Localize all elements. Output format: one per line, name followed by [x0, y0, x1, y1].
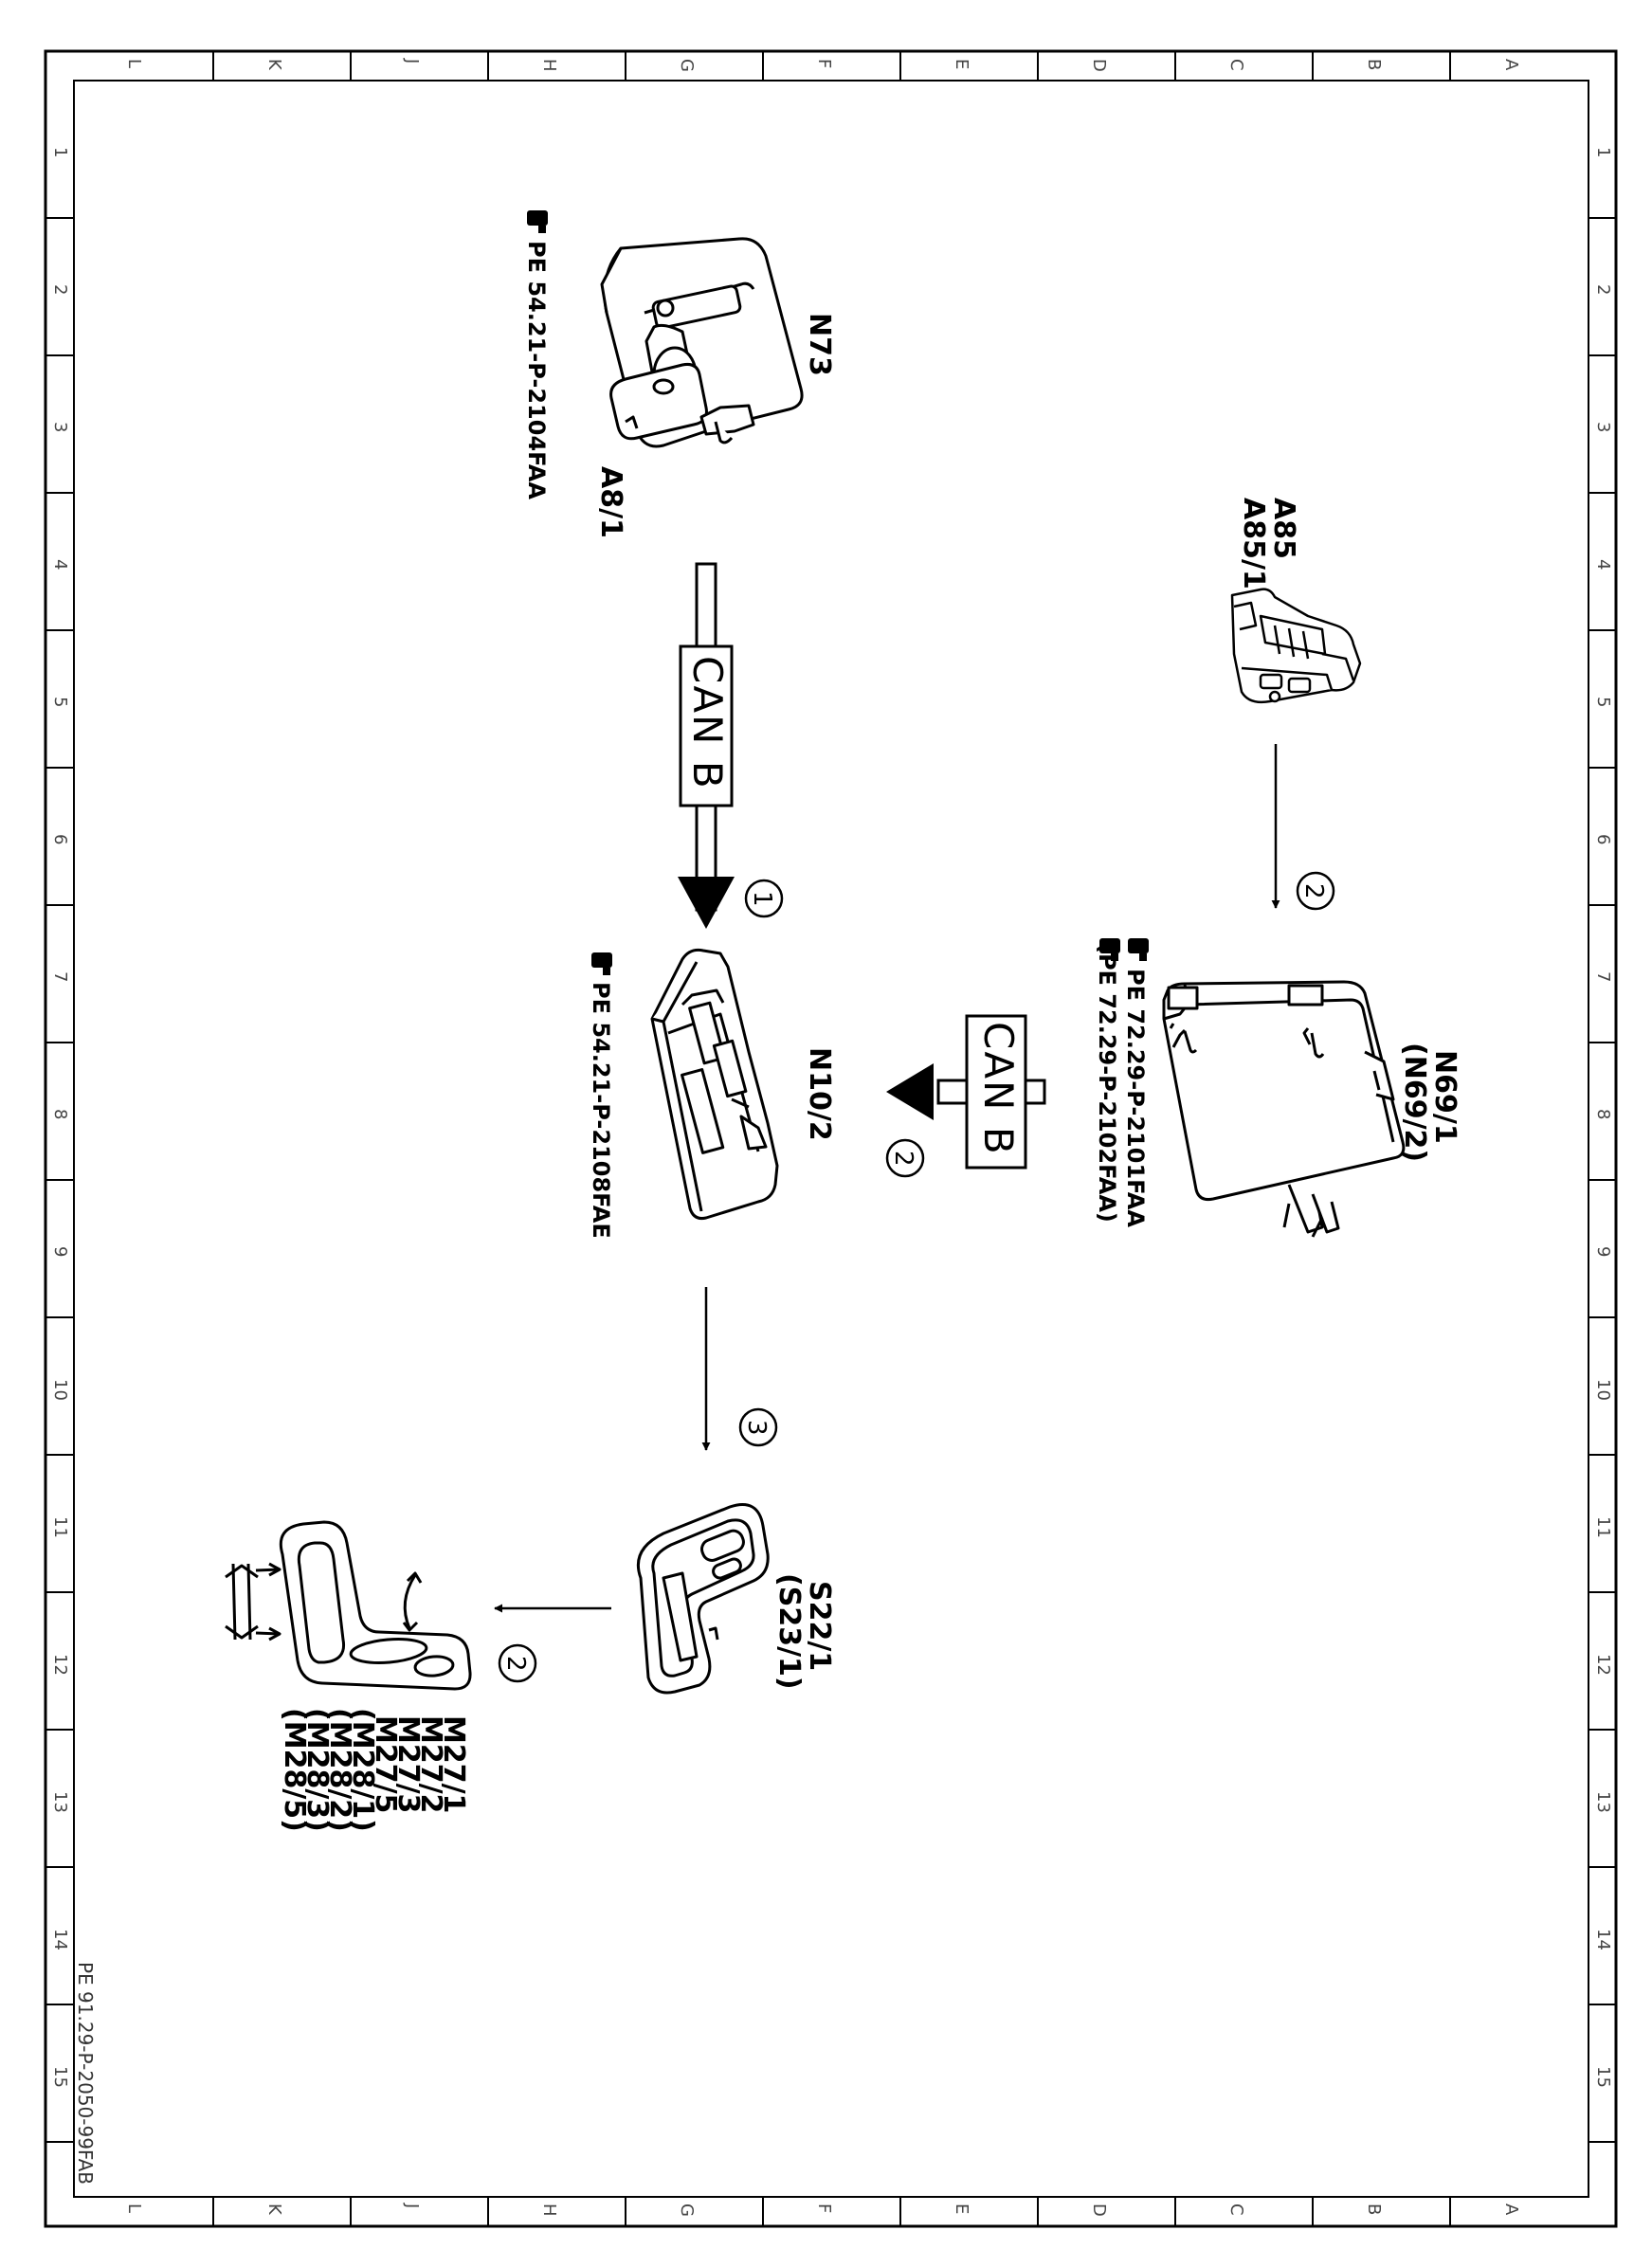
grid-letter-h-bottom: H	[539, 2204, 559, 2217]
step-circle-2-antenna	[1296, 871, 1335, 911]
grid-letter-d-top: D	[1089, 59, 1109, 72]
grid-number-9-right: 9	[1593, 1246, 1613, 1258]
inner-border	[73, 80, 1589, 2198]
grid-letter-k-top: K	[264, 59, 284, 70]
grid-letter-l-top: L	[124, 59, 144, 69]
grid-letter-e-bottom: E	[952, 2204, 971, 2215]
grid-number-7-left: 7	[50, 971, 70, 983]
grid-number-5-right: 5	[1593, 697, 1613, 708]
seat-motor-icon	[225, 1520, 472, 1691]
document-id: PE 91.29-P-2050-99FAB	[74, 1962, 97, 2185]
grid-number-7-right: 7	[1593, 971, 1613, 983]
reference-hand-icon	[591, 952, 612, 975]
grid-letter-a-top: A	[1501, 59, 1521, 71]
antenna-module-icon	[1230, 588, 1362, 704]
grid-number-3-right: 3	[1593, 422, 1613, 433]
can-bus-arrow-2	[886, 1014, 1046, 1170]
grid-letter-d-bottom: D	[1089, 2204, 1109, 2217]
eis-module-icon	[650, 948, 779, 1220]
seat-switch-icon	[636, 1503, 770, 1695]
grid-letter-e-top: E	[952, 59, 971, 70]
label-n69-2: (N69/2)	[1398, 1043, 1431, 1163]
grid-number-5-left: 5	[50, 697, 70, 708]
grid-number-4-right: 4	[1593, 559, 1613, 571]
label-a8-1: A8/1	[594, 466, 627, 538]
grid-number-13-right: 13	[1593, 1791, 1613, 1813]
step-circle-2-can	[885, 1138, 925, 1178]
grid-number-3-left: 3	[50, 422, 70, 433]
grid-letter-j-top: J	[402, 59, 422, 64]
grid-letter-c-bottom: C	[1226, 2204, 1246, 2216]
grid-number-12-right: 12	[1593, 1654, 1613, 1676]
grid-number-15-left: 15	[50, 2066, 70, 2088]
can-bus-arrow-1	[678, 562, 735, 929]
grid-letter-c-top: C	[1226, 59, 1246, 71]
grid-number-2-left: 2	[50, 284, 70, 296]
grid-letter-f-top: F	[814, 59, 834, 69]
grid-number-6-left: 6	[50, 834, 70, 845]
step-circle-2-motors	[498, 1643, 537, 1683]
label-n73: N73	[803, 313, 836, 376]
grid-number-12-left: 12	[50, 1654, 70, 1676]
grid-number-4-left: 4	[50, 559, 70, 571]
step-number-1: 1	[748, 891, 776, 907]
ignition-switch-icon	[600, 237, 804, 448]
grid-letter-j-bottom: J	[402, 2204, 422, 2209]
label-s22-1: S22/1	[803, 1581, 836, 1672]
grid-number-2-right: 2	[1593, 284, 1613, 296]
seat-control-module-icon	[1162, 980, 1406, 1238]
label-n69-1: N69/1	[1428, 1050, 1461, 1144]
label-a85-1: A85/1	[1237, 498, 1270, 589]
label-a85: A85	[1267, 498, 1300, 559]
grid-letter-h-top: H	[539, 59, 559, 72]
grid-letter-g-bottom: G	[677, 2204, 697, 2217]
grid-letter-g-top: G	[677, 59, 697, 72]
grid-number-10-left: 10	[50, 1379, 70, 1401]
label-m28-5: (M28/5)	[278, 1708, 311, 1832]
step-number-2-can: 2	[889, 1151, 917, 1167]
label-n10-2: N10/2	[803, 1047, 836, 1141]
grid-letter-k-bottom: K	[264, 2204, 284, 2215]
grid-number-8-right: 8	[1593, 1109, 1613, 1120]
outer-frame	[44, 49, 1618, 2228]
can-bus-label-1: CAN B	[684, 656, 731, 790]
grid-number-14-left: 14	[50, 1929, 70, 1950]
grid-number-1-right: 1	[1593, 147, 1613, 158]
grid-number-11-left: 11	[50, 1516, 70, 1538]
step-circle-1	[744, 879, 784, 918]
reference-hand-icon	[527, 210, 548, 233]
grid-number-1-left: 1	[50, 147, 70, 158]
reference-seat-module-2: (PE 72.29-P-2102FAA)	[1094, 943, 1120, 1223]
step-number-3: 3	[742, 1420, 771, 1436]
grid-letter-b-top: B	[1364, 59, 1384, 71]
step-number-2-motors: 2	[501, 1656, 530, 1672]
grid-number-11-right: 11	[1593, 1516, 1613, 1538]
step-circle-3	[738, 1407, 778, 1447]
step-number-2-antenna: 2	[1299, 883, 1328, 899]
label-s23-1: (S23/1)	[772, 1573, 806, 1690]
grid-number-8-left: 8	[50, 1109, 70, 1120]
grid-letter-l-bottom: L	[124, 2204, 144, 2214]
reference-ignition-switch: PE 54.21-P-2104FAA	[523, 241, 550, 499]
reference-seat-module-1: PE 72.29-P-2101FAA	[1122, 969, 1149, 1227]
grid-letter-f-bottom: F	[814, 2204, 834, 2214]
grid-letter-b-bottom: B	[1364, 2204, 1384, 2216]
reference-hand-icon	[1128, 938, 1149, 961]
grid-number-15-right: 15	[1593, 2066, 1613, 2088]
grid-number-6-right: 6	[1593, 834, 1613, 845]
grid-number-14-right: 14	[1593, 1929, 1613, 1950]
grid-letter-a-bottom: A	[1501, 2204, 1521, 2216]
can-bus-label-2: CAN B	[975, 1022, 1022, 1156]
grid-ticks	[45, 51, 1616, 2226]
grid-number-10-right: 10	[1593, 1379, 1613, 1401]
reference-eis-module: PE 54.21-P-2108FAE	[588, 982, 614, 1239]
grid-number-13-left: 13	[50, 1791, 70, 1813]
reference-hand-icon	[1099, 938, 1120, 961]
grid-number-9-left: 9	[50, 1246, 70, 1258]
